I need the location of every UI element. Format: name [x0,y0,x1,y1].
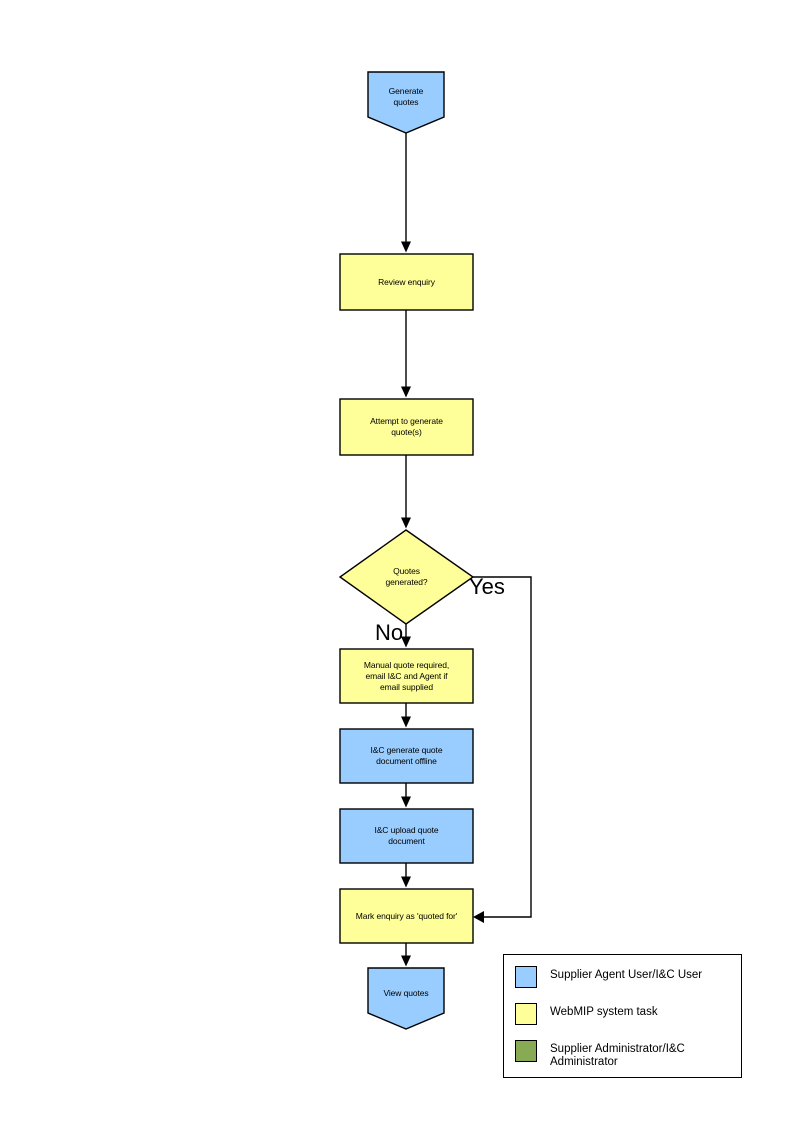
legend-swatch-user-task [515,966,537,988]
branch-label-yes: Yes [469,574,505,599]
shape-review-enquiry [339,253,474,311]
legend-item-admin-task: Supplier Administrator/I&C Administrator [515,1040,685,1069]
shape-view-quotes [367,967,445,1030]
shape-mark-enquiry-quoted-for [339,888,474,944]
arrowhead-yes-branch [473,911,484,923]
node-shapes [338,71,475,1030]
shape-ic-upload-quote-document [339,808,474,864]
shape-attempt-generate-quotes [339,398,474,456]
connector-yes-branch [473,576,532,918]
legend-item-system-task: WebMIP system task [515,1003,658,1025]
legend-swatch-admin-task [515,1040,537,1062]
branch-label-no: No [375,620,404,645]
legend-item-user-task: Supplier Agent User/I&C User [515,966,702,988]
connector-group [401,133,532,967]
shape-ic-generate-quote-offline [339,728,474,784]
legend-label-system-task: WebMIP system task [550,1006,658,1018]
shape-generate-quotes [367,71,445,134]
shape-quotes-generated-decision [338,529,475,625]
legend-label-user-task: Supplier Agent User/I&C User [550,969,703,981]
legend-panel: Supplier Agent User/I&C User WebMIP syst… [503,954,742,1078]
shape-manual-quote-required [339,648,474,704]
legend-label-admin-task: Supplier Administrator/I&C Administrator [550,1043,685,1068]
legend-swatch-system-task [515,1003,537,1025]
